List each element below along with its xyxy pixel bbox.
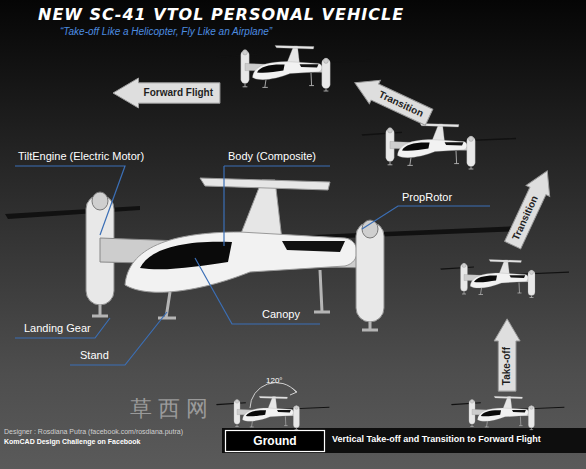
flight-arrow: Forward Flight [113, 78, 220, 108]
arrow-body [349, 71, 434, 129]
part-label: Stand [80, 349, 109, 362]
angle-arrow [290, 388, 297, 395]
leader-line [15, 166, 125, 235]
forward-flight-vehicle [217, 45, 372, 91]
part-label: Landing Gear [24, 322, 91, 335]
credit-note: KomCAD Design Challenge on Facebook [4, 438, 141, 446]
transition-vehicle [362, 123, 517, 169]
leader-line [70, 312, 167, 365]
ground-vehicle [216, 396, 329, 429]
leader-line [362, 206, 490, 229]
leader-line [15, 318, 110, 338]
part-label: Body (Composite) [228, 150, 316, 163]
box-border [226, 431, 325, 452]
arrow-label: Take-off [501, 347, 513, 385]
ground-vehicle [451, 396, 564, 429]
arrow-label: Forward Flight [144, 87, 213, 99]
part-label: TiltEngine (Electric Motor) [18, 150, 144, 163]
caption-text: Vertical Take-off and Transition to Forw… [332, 434, 541, 445]
subtitle: “Take-off Like a Helicopter, Fly Like an… [60, 26, 272, 38]
leader-line [195, 258, 320, 324]
main-vehicle [5, 178, 520, 330]
arrow-body [113, 78, 220, 108]
arrow-body [501, 165, 559, 250]
part-label: PropRotor [402, 191, 452, 204]
angle-label: 120° [266, 376, 283, 386]
angle-arc [250, 383, 296, 408]
hover-vehicle [440, 260, 569, 298]
ground-box: Ground [225, 430, 325, 452]
watermark: 草西网 [130, 396, 214, 422]
title: NEW SC-41 VTOL PERSONAL VEHICLE [38, 5, 404, 24]
credit-note: Designer : Rosdiana Putra (facebook.com/… [4, 428, 183, 436]
flight-arrow: Take-off [494, 319, 520, 391]
leader-line [224, 166, 330, 246]
stage-label: Ground [253, 434, 296, 448]
part-label: Canopy [262, 308, 300, 321]
bottom-bar [222, 428, 586, 453]
arrow-body [494, 319, 520, 391]
